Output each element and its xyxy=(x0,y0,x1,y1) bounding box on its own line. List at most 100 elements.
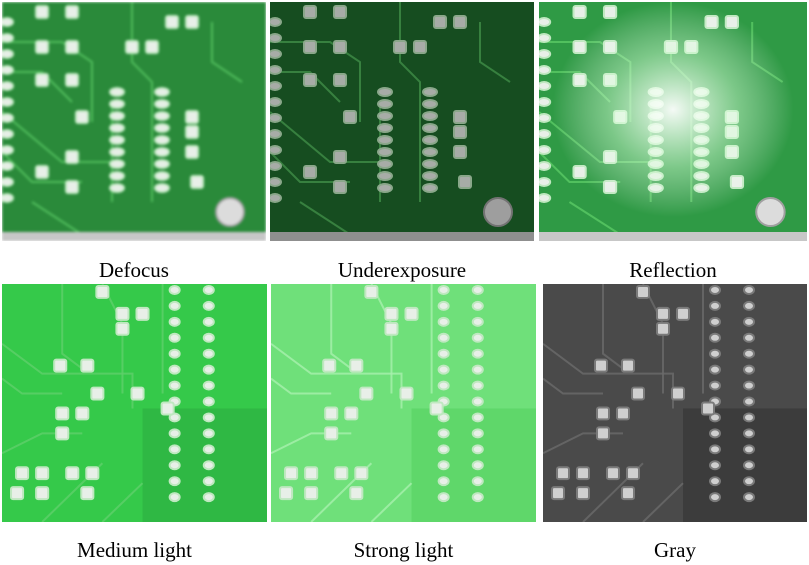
pcb-pad xyxy=(168,412,181,423)
pcb-pad xyxy=(65,40,79,54)
pcb-pad xyxy=(471,284,484,295)
pcb-pad xyxy=(437,332,450,343)
pcb-pad xyxy=(709,412,721,423)
pcb-pad xyxy=(2,65,14,75)
pcb-pad xyxy=(377,147,393,157)
pcb-pad xyxy=(404,306,419,321)
pcb-pad xyxy=(270,65,282,75)
pcb-pad xyxy=(168,348,181,359)
pcb-gray-svg xyxy=(543,284,807,522)
pcb-pad xyxy=(168,492,181,503)
pcb-pad xyxy=(2,193,14,203)
pcb-pad xyxy=(743,428,755,439)
pcb-pad xyxy=(109,183,125,193)
pcb-pad xyxy=(453,15,467,29)
pcb-pad xyxy=(364,284,379,299)
pcb-trace xyxy=(61,284,83,370)
pcb-pad xyxy=(656,306,670,321)
pcb-trace xyxy=(271,377,332,395)
pcb-pad xyxy=(109,87,125,97)
pcb-pad xyxy=(596,406,610,421)
pcb-pad xyxy=(377,111,393,121)
pcb-pad xyxy=(2,161,14,171)
pcb-pad xyxy=(185,125,199,139)
pcb-pad xyxy=(333,5,347,19)
pcb-pad xyxy=(202,412,215,423)
pcb-pad xyxy=(399,386,414,401)
pcb-trace xyxy=(211,22,243,83)
pcb-trace xyxy=(602,284,624,370)
pcb-pad xyxy=(109,147,125,157)
pcb-pad xyxy=(437,300,450,311)
pcb-trace xyxy=(370,482,413,522)
pcb-trace xyxy=(642,482,684,522)
pcb-pad xyxy=(676,306,690,321)
pcb-pad xyxy=(551,486,565,501)
pcb-pad xyxy=(621,358,635,373)
pcb-pad xyxy=(743,412,755,423)
pcb-pad xyxy=(422,171,438,181)
panel-gray-image xyxy=(543,284,807,522)
pcb-pad xyxy=(55,406,70,421)
pcb-pad xyxy=(471,396,484,407)
pcb-pad xyxy=(709,460,721,471)
caption-medium-light: Medium light xyxy=(77,538,192,562)
pcb-pad xyxy=(202,332,215,343)
pcb-pad xyxy=(35,5,49,19)
pcb-pad xyxy=(743,492,755,503)
pcb-pad xyxy=(422,111,438,121)
pcb-pad xyxy=(743,300,755,311)
pcb-pad xyxy=(35,40,49,54)
pcb-pad xyxy=(334,466,349,481)
pcb-pad xyxy=(2,177,14,187)
pcb-pad xyxy=(437,316,450,327)
pcb-pad xyxy=(701,401,715,416)
pcb-pad xyxy=(270,145,282,155)
pcb-pad xyxy=(743,396,755,407)
pcb-pad xyxy=(606,466,620,481)
pcb-trace xyxy=(399,2,421,202)
pcb-pad xyxy=(322,358,337,373)
pcb-pad xyxy=(304,486,319,501)
pcb-pad xyxy=(202,396,215,407)
pcb-pad xyxy=(422,159,438,169)
pcb-pad xyxy=(413,40,427,54)
pcb-pad xyxy=(202,364,215,375)
pcb-pad xyxy=(556,466,570,481)
pcb-pad xyxy=(458,175,472,189)
pcb-pad xyxy=(202,492,215,503)
pcb-pad xyxy=(437,492,450,503)
pcb-pad xyxy=(270,113,282,123)
pcb-pad xyxy=(437,284,450,295)
pcb-pad xyxy=(35,165,49,179)
pcb-pad xyxy=(185,110,199,124)
pcb-pad xyxy=(154,159,170,169)
pcb-pad xyxy=(384,306,399,321)
pcb-pad xyxy=(125,40,139,54)
pcb-pad xyxy=(185,15,199,29)
pcb-pad xyxy=(53,358,68,373)
pcb-pad xyxy=(270,177,282,187)
pcb-pad xyxy=(35,486,50,501)
pcb-pad xyxy=(202,428,215,439)
pcb-pad xyxy=(168,364,181,375)
pcb-pad xyxy=(333,180,347,194)
pcb-pad xyxy=(35,73,49,87)
pcb-pad xyxy=(154,99,170,109)
pcb-pad xyxy=(631,386,645,401)
panel-underexposure-image xyxy=(270,2,534,241)
pcb-pad xyxy=(709,284,721,295)
pcb-pad xyxy=(279,486,294,501)
pcb-pad xyxy=(453,125,467,139)
pcb-pad xyxy=(190,175,204,189)
pcb-pad xyxy=(80,358,95,373)
pcb-pad xyxy=(743,444,755,455)
pcb-pad xyxy=(75,110,89,124)
pcb-pad xyxy=(270,193,282,203)
caption-underexposure: Underexposure xyxy=(337,258,467,282)
pcb-pad xyxy=(85,466,100,481)
pcb-pad xyxy=(384,321,399,336)
pcb-pad xyxy=(65,466,80,481)
pcb-pad xyxy=(437,364,450,375)
pcb-pad xyxy=(422,135,438,145)
